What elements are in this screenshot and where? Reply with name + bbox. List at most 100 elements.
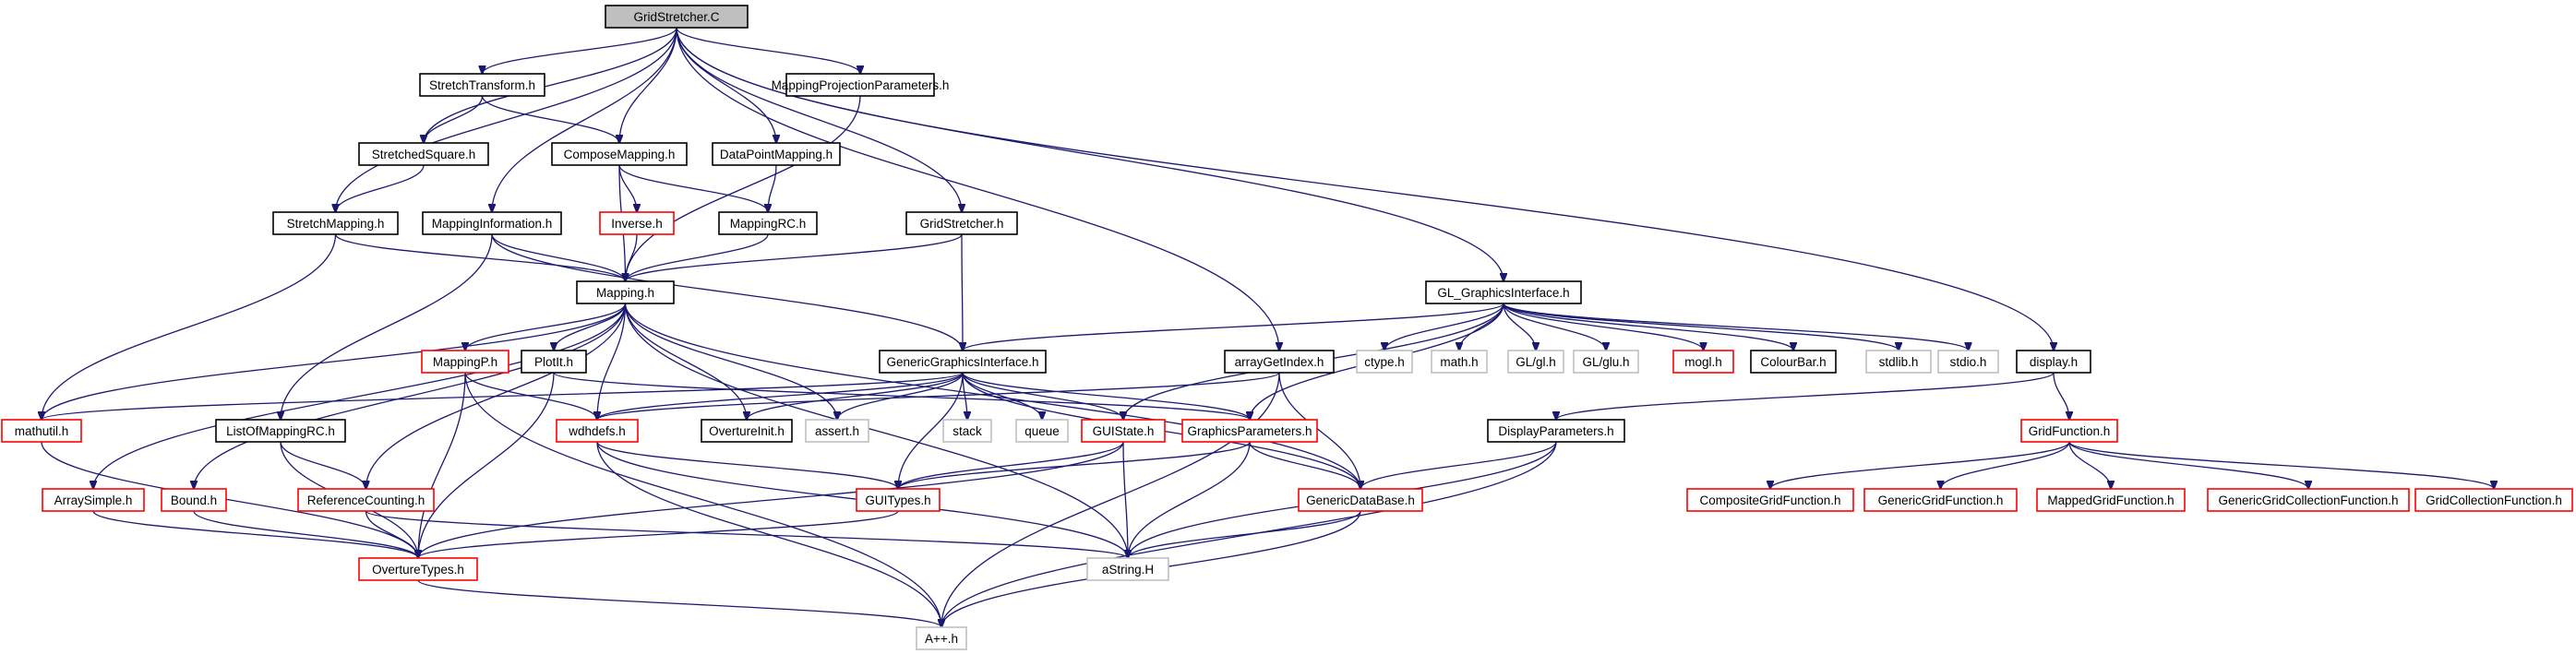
node-box xyxy=(916,626,967,650)
node-mapping-information[interactable]: MappingInformation.h xyxy=(422,211,562,235)
edge-array-get-index-to-app xyxy=(941,372,1280,627)
node-data-point-mapping[interactable]: DataPointMapping.h xyxy=(712,142,841,166)
node-box xyxy=(1750,350,1837,374)
node-mapping-rc[interactable]: MappingRC.h xyxy=(718,211,818,235)
node-compose-mapping[interactable]: ComposeMapping.h xyxy=(551,142,688,166)
node-stretched-square[interactable]: StretchedSquare.h xyxy=(358,142,489,166)
node-queue: queue xyxy=(1015,419,1069,443)
node-array-get-index[interactable]: arrayGetIndex.h xyxy=(1224,350,1335,374)
node-root[interactable]: GridStretcher.C xyxy=(605,5,749,29)
node-label: GraphicsParameters.h xyxy=(1187,424,1312,438)
edge-compose-mapping-to-inverse xyxy=(618,164,637,212)
node-wdhdefs[interactable]: wdhdefs.h xyxy=(556,419,639,443)
node-gl-graphics[interactable]: GL_GraphicsInterface.h xyxy=(1425,280,1582,304)
node-assert: assert.h xyxy=(805,419,869,443)
node-box xyxy=(905,211,1018,235)
node-composite-grid-function[interactable]: CompositeGridFunction.h xyxy=(1686,488,1854,512)
node-label: GridStretcher.h xyxy=(920,217,1004,231)
node-mapping[interactable]: Mapping.h xyxy=(576,280,675,304)
node-generic-grid-collection-function[interactable]: GenericGridCollectionFunction.h xyxy=(2207,488,2410,512)
edge-mapping-to-mathutil xyxy=(42,303,627,420)
node-box xyxy=(1507,350,1564,374)
edge-mathutil-to-overture-types xyxy=(41,441,418,558)
edge-layer xyxy=(41,27,2494,627)
node-box xyxy=(1356,350,1413,374)
node-label: StretchTransform.h xyxy=(429,78,535,92)
edge-mapping-to-overture-init xyxy=(624,303,748,420)
node-box xyxy=(419,73,545,97)
node-box xyxy=(701,419,793,443)
node-mogl[interactable]: mogl.h xyxy=(1672,350,1734,374)
edge-grid-function-to-generic-grid-collection-function xyxy=(2068,441,2308,489)
node-label: DataPointMapping.h xyxy=(720,148,833,161)
node-grid-stretcher-h[interactable]: GridStretcher.h xyxy=(905,211,1018,235)
edge-generic-graphics-to-wdhdefs xyxy=(597,372,964,420)
node-generic-grid-function[interactable]: GenericGridFunction.h xyxy=(1863,488,2018,512)
edge-gl-graphics-to-mogl xyxy=(1503,303,1704,351)
edge-generic-graphics-to-overture-init xyxy=(747,372,964,420)
edge-reference-counting-to-a-string xyxy=(365,510,1129,558)
node-reference-counting[interactable]: ReferenceCounting.h xyxy=(297,488,435,512)
node-display[interactable]: display.h xyxy=(2016,350,2091,374)
node-grid-function[interactable]: GridFunction.h xyxy=(2020,419,2118,443)
edge-stretch-mapping-to-mathutil xyxy=(42,233,337,420)
node-label: OvertureInit.h xyxy=(709,424,785,438)
edge-stretch-transform-to-stretched-square xyxy=(424,95,484,143)
node-stretch-mapping[interactable]: StretchMapping.h xyxy=(272,211,399,235)
node-colour-bar[interactable]: ColourBar.h xyxy=(1750,350,1837,374)
node-label: mathutil.h xyxy=(15,424,69,438)
node-display-parameters[interactable]: DisplayParameters.h xyxy=(1487,419,1625,443)
node-mapped-grid-function[interactable]: MappedGridFunction.h xyxy=(2036,488,2186,512)
edge-compose-mapping-to-mapping-rc xyxy=(618,164,768,212)
node-overture-types[interactable]: OvertureTypes.h xyxy=(358,557,478,581)
node-box xyxy=(272,211,399,235)
edge-mapping-to-plot-it xyxy=(554,303,627,351)
edge-mapping-to-a-string xyxy=(624,303,1129,558)
node-box xyxy=(422,211,562,235)
node-label: ComposeMapping.h xyxy=(564,148,676,161)
edge-array-simple-to-overture-types xyxy=(92,510,418,558)
edge-grid-function-to-composite-grid-function xyxy=(1770,441,2070,489)
node-gui-state[interactable]: GUIState.h xyxy=(1081,419,1166,443)
node-label: ArraySimple.h xyxy=(54,493,133,507)
node-generic-data-base[interactable]: GenericDataBase.h xyxy=(1298,488,1423,512)
node-box xyxy=(576,280,675,304)
node-box xyxy=(1081,419,1166,443)
node-box xyxy=(856,488,941,512)
node-overture-init[interactable]: OvertureInit.h xyxy=(701,419,793,443)
edge-stretch-mapping-to-mapping xyxy=(334,233,626,281)
node-box xyxy=(358,142,489,166)
node-label: CompositeGridFunction.h xyxy=(1699,493,1840,507)
node-mapping-projection[interactable]: MappingProjectionParameters.h xyxy=(772,73,950,97)
node-label: GenericGridCollectionFunction.h xyxy=(2218,493,2398,507)
node-array-simple[interactable]: ArraySimple.h xyxy=(42,488,145,512)
node-mapping-p[interactable]: MappingP.h xyxy=(421,350,509,374)
edge-gl-graphics-to-ctype xyxy=(1384,303,1504,351)
node-list-of-mapping-rc[interactable]: ListOfMappingRC.h xyxy=(215,419,346,443)
node-label: OvertureTypes.h xyxy=(372,563,464,577)
node-label: GridFunction.h xyxy=(2029,424,2111,438)
node-bound[interactable]: Bound.h xyxy=(161,488,227,512)
edge-mapping-projection-to-mapping xyxy=(626,95,861,281)
node-label: GL/glu.h xyxy=(1582,355,1629,369)
node-generic-graphics[interactable]: GenericGraphicsInterface.h xyxy=(879,350,1047,374)
node-label: GridStretcher.C xyxy=(633,10,719,24)
node-plot-it[interactable]: PlotIt.h xyxy=(521,350,587,374)
node-label: GL/gl.h xyxy=(1516,355,1556,369)
node-stretch-transform[interactable]: StretchTransform.h xyxy=(419,73,545,97)
node-grid-collection-function[interactable]: GridCollectionFunction.h xyxy=(2414,488,2573,512)
node-mathutil[interactable]: mathutil.h xyxy=(1,419,82,443)
node-a-string: aString.H xyxy=(1086,557,1169,581)
edge-overture-types-to-app xyxy=(417,579,941,627)
node-inverse[interactable]: Inverse.h xyxy=(599,211,675,235)
edge-mapping-rc-to-mapping xyxy=(626,233,769,281)
node-graphics-parameters[interactable]: GraphicsParameters.h xyxy=(1181,419,1318,443)
node-label: GUITypes.h xyxy=(865,493,930,507)
node-label: MappingProjectionParameters.h xyxy=(772,78,950,92)
edge-root-to-stretched-square xyxy=(424,27,677,143)
node-label: Mapping.h xyxy=(596,286,654,300)
node-gui-types[interactable]: GUITypes.h xyxy=(856,488,941,512)
node-box xyxy=(1086,557,1169,581)
node-label: PlotIt.h xyxy=(534,355,573,369)
